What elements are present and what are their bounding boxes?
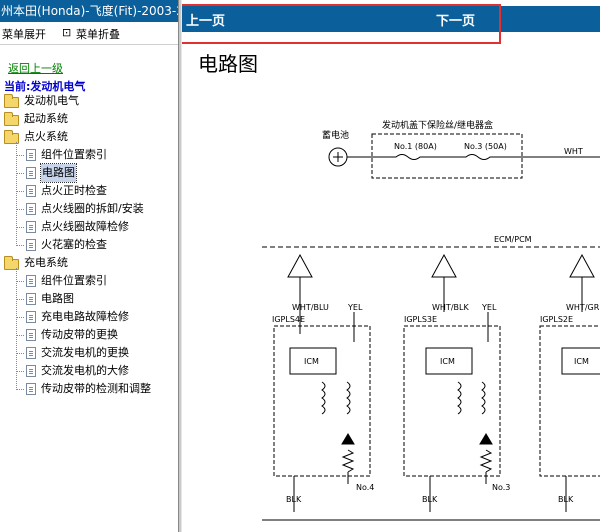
tree-doc-label: 传动皮带的检测和调整	[41, 382, 151, 395]
next-page-link[interactable]: 下一页	[436, 14, 476, 29]
coil1-plug: No.4	[356, 483, 374, 492]
tree-connector	[16, 268, 17, 390]
page-title: 电路图	[198, 52, 258, 76]
coil1-icm: ICM	[304, 357, 319, 366]
tree-connector	[16, 155, 24, 156]
tree-connector	[16, 191, 24, 192]
coil1-gnd: BLK	[286, 495, 302, 504]
wiring-diagram: 蓄电池 发动机盖下保险丝/继电器盒 No.1 (80A) No.3 (50A) …	[262, 119, 600, 521]
document-icon	[26, 275, 36, 287]
coil1-wire-right: YEL	[347, 303, 363, 312]
fuse1-label: No.1 (80A)	[394, 142, 437, 151]
tree-folder-label: 发动机电气	[24, 94, 79, 107]
menu-toolbar: 菜单展开 ⊡ 菜单折叠	[0, 24, 178, 42]
folder-icon	[4, 130, 19, 144]
tree-folder-label: 起动系统	[24, 112, 68, 125]
tree-connector	[16, 281, 24, 282]
tree-connector	[16, 209, 24, 210]
folder-icon	[4, 256, 19, 270]
folder-icon	[4, 112, 19, 126]
document-icon	[26, 311, 36, 323]
battery-label: 蓄电池	[322, 129, 349, 141]
menu-separator-icon: ⊡	[62, 26, 72, 39]
tree-folder-label: 点火系统	[24, 130, 68, 143]
fuse2-label: No.3 (50A)	[464, 142, 507, 151]
back-link[interactable]: 返回上一级	[8, 62, 63, 75]
navigation-pane: 州本田(Honda)-飞度(Fit)-2003-20 菜单展开 ⊡ 菜单折叠 返…	[0, 0, 178, 532]
tree-folder-label: 充电系统	[24, 256, 68, 269]
coil2-icm: ICM	[440, 357, 455, 366]
fuse1-symbol	[372, 154, 522, 160]
tree-connector	[16, 227, 24, 228]
tree-doc-label: 点火线圈的拆卸/安装	[41, 202, 144, 215]
menu-expand-button[interactable]: 菜单展开	[2, 28, 46, 41]
document-icon	[26, 329, 36, 341]
coil-unit-2: WHT/BLK YEL IGPLS3E ICM BLK No.3	[403, 253, 510, 512]
wire-wht-label: WHT	[564, 147, 583, 156]
coil3-wire-left: WHT/GRN	[566, 303, 600, 312]
tree-doc-label: 火花塞的检查	[41, 238, 107, 251]
pane-splitter[interactable]	[178, 0, 182, 532]
tree-doc-label: 组件位置索引	[41, 148, 107, 161]
window-title: 州本田(Honda)-飞度(Fit)-2003-20	[0, 0, 178, 22]
folder-icon	[4, 94, 19, 108]
coil2-wire-left: WHT/BLK	[432, 303, 469, 312]
tree-doc-label: 交流发电机的更换	[41, 346, 129, 359]
content-pane: 上一页 下一页 电路图 蓄电池 发动机盖下保险丝/继电器盒 No.1 (80A)…	[182, 0, 600, 532]
document-icon	[26, 239, 36, 251]
tree-connector	[16, 389, 24, 390]
tree-doc-label: 组件位置索引	[41, 274, 107, 287]
document-icon	[26, 149, 36, 161]
tree-doc-label: 电路图	[41, 292, 74, 305]
tree-connector	[16, 317, 24, 318]
document-icon	[26, 221, 36, 233]
ecm-label: ECM/PCM	[494, 235, 532, 244]
coil2-wire-right: YEL	[481, 303, 497, 312]
toolbar-divider	[0, 44, 178, 45]
document-icon	[26, 365, 36, 377]
coil-unit-3: WHT/GRN IGPLS2E ICM BLK	[539, 253, 600, 512]
coil3-gnd: BLK	[558, 495, 574, 504]
coil2-gnd: BLK	[422, 495, 438, 504]
tree-doc-label: 点火正时检查	[41, 184, 107, 197]
tree-connector	[16, 299, 24, 300]
tree-doc-label: 传动皮带的更换	[41, 328, 118, 341]
coil2-plug: No.3	[492, 483, 510, 492]
document-icon	[26, 293, 36, 305]
tree-connector	[16, 245, 24, 246]
tree-doc-label: 电路图	[40, 163, 77, 183]
coil3-id: IGPLS2E	[540, 315, 573, 324]
fusebox-label: 发动机盖下保险丝/继电器盒	[382, 119, 493, 131]
document-icon	[26, 203, 36, 215]
coil3-icm: ICM	[574, 357, 589, 366]
current-section-label: 当前:发动机电气	[4, 80, 86, 93]
tree-doc-label: 点火线圈故障检修	[41, 220, 129, 233]
menu-collapse-button[interactable]: 菜单折叠	[76, 28, 120, 41]
prev-page-link[interactable]: 上一页	[186, 14, 226, 29]
coil2-id: IGPLS3E	[404, 315, 437, 324]
coil1-id: IGPLS4E	[272, 315, 305, 324]
coil1-wire-left: WHT/BLU	[292, 303, 329, 312]
tree-connector	[16, 335, 24, 336]
tree-connector	[16, 142, 17, 246]
tree-connector	[16, 173, 24, 174]
pager-highlight-box	[182, 4, 501, 44]
tree-connector	[16, 371, 24, 372]
document-icon	[26, 347, 36, 359]
document-icon	[26, 383, 36, 395]
coil-unit-1: WHT/BLU YEL IGPLS4E ICM BLK No.4	[272, 253, 374, 512]
pager-bar	[182, 6, 600, 32]
fusebox	[371, 133, 523, 179]
tree-doc-label: 充电电路故障检修	[41, 310, 129, 323]
tree-doc-label: 交流发电机的大修	[41, 364, 129, 377]
tree-connector	[16, 353, 24, 354]
document-icon	[26, 185, 36, 197]
document-icon	[26, 167, 36, 179]
